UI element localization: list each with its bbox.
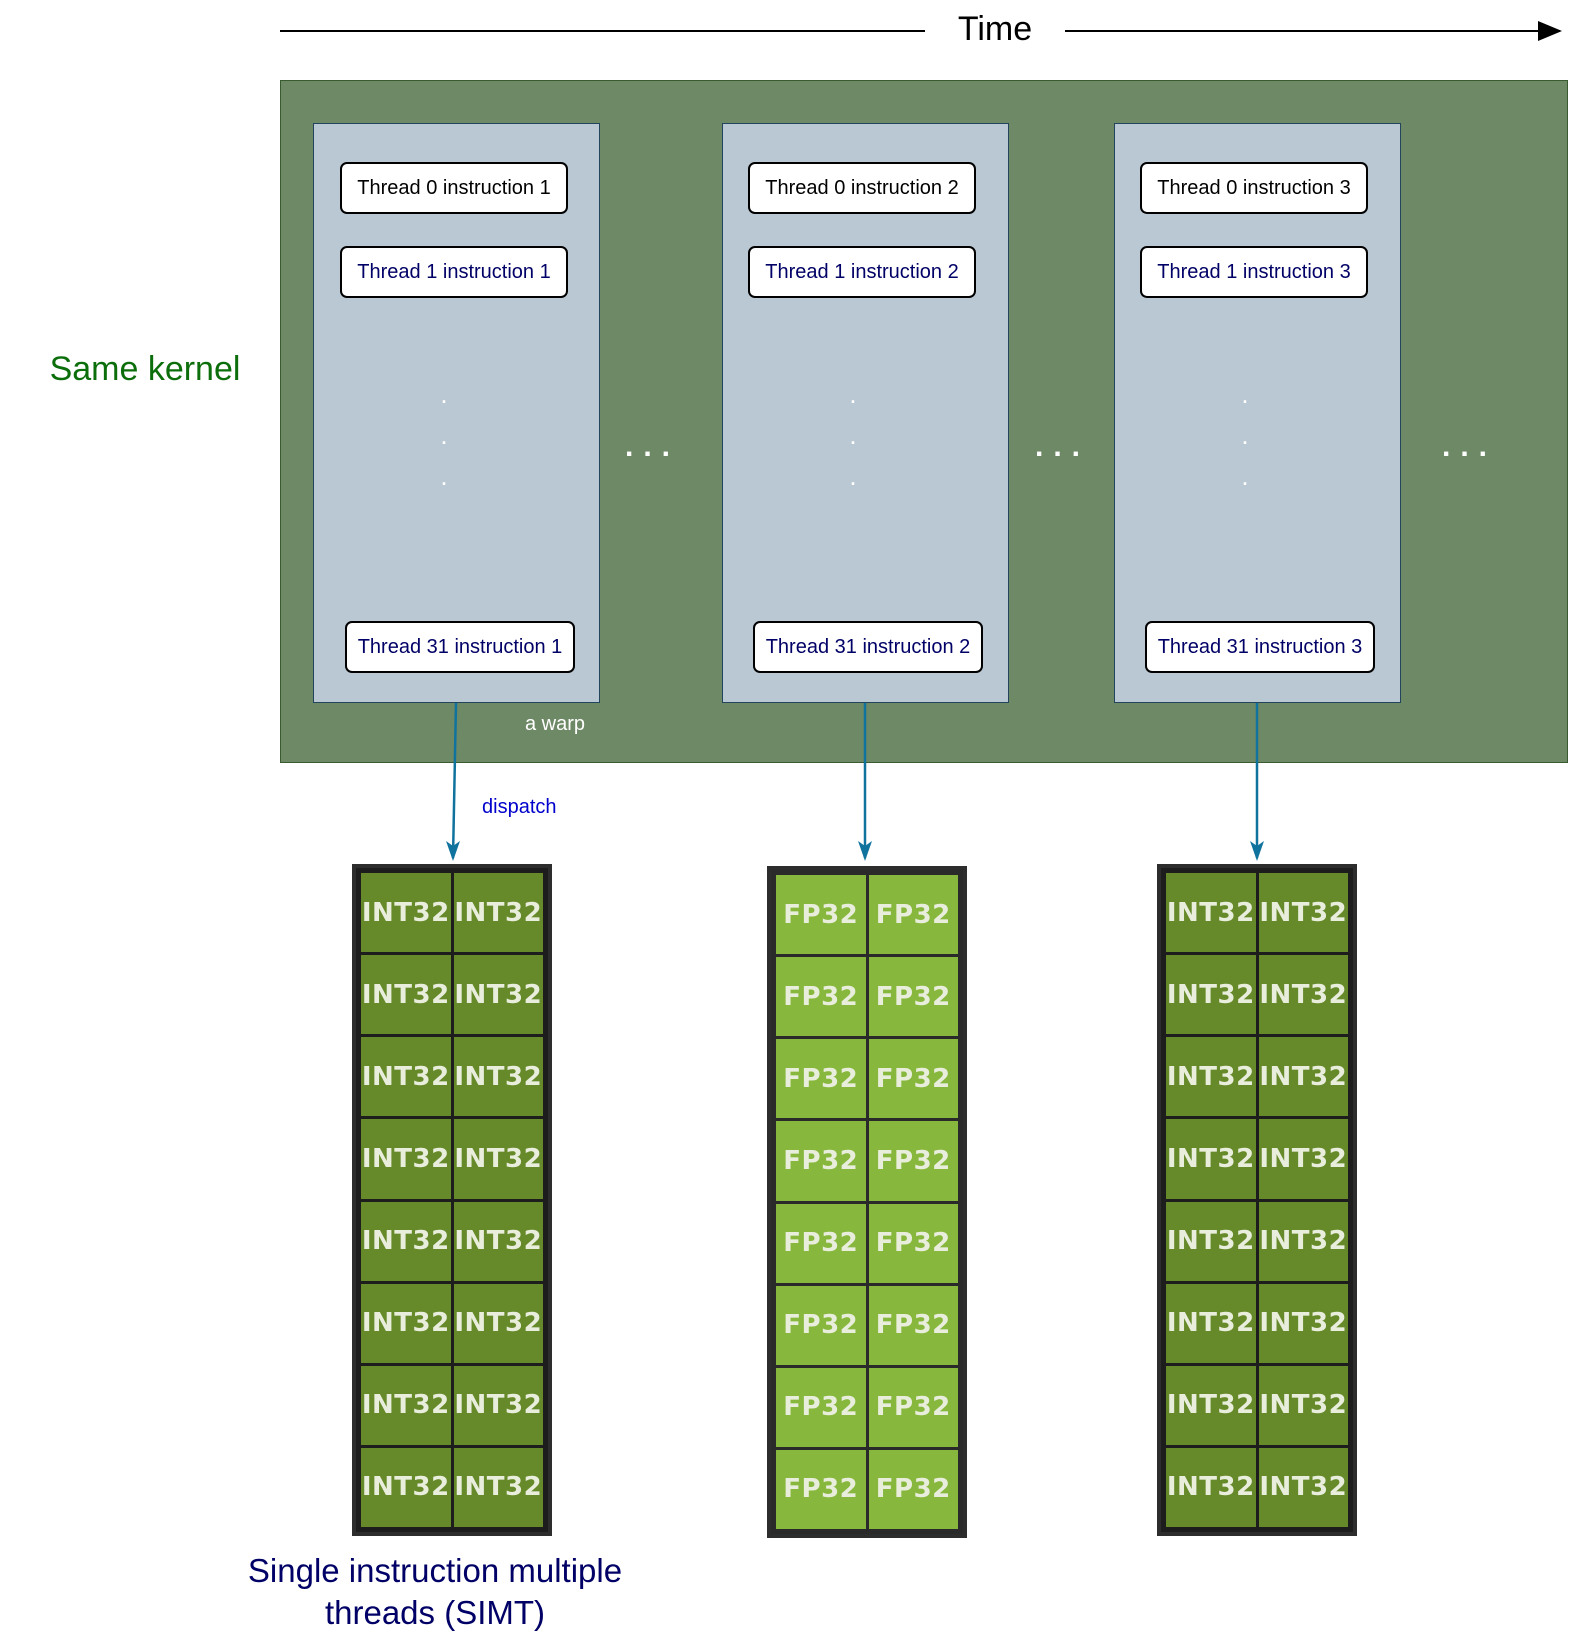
int32-cell: INT32 (453, 1365, 543, 1445)
int32-cell: INT32 (361, 1037, 451, 1117)
int32-cell: INT32 (361, 1447, 451, 1527)
dispatch-arrows (446, 702, 1264, 861)
fp32-cell: FP32 (868, 1203, 958, 1283)
int32-cell: INT32 (1166, 1365, 1256, 1445)
int32-cell: INT32 (1258, 955, 1348, 1035)
fp32-cell: FP32 (776, 957, 866, 1037)
int32-cell: INT32 (1166, 955, 1256, 1035)
horizontal-ellipsis-1: ... (625, 430, 681, 463)
thread-31-instruction-3: Thread 31 instruction 3 (1145, 621, 1375, 673)
int32-cell: INT32 (453, 1201, 543, 1281)
int32-cell: INT32 (1166, 1037, 1256, 1117)
fp32-cell: FP32 (776, 1121, 866, 1201)
fp32-cell: FP32 (868, 1039, 958, 1119)
int32-cell: INT32 (1166, 1201, 1256, 1281)
thread-1-instruction-2: Thread 1 instruction 2 (748, 246, 976, 298)
thread-1-instruction-3: Thread 1 instruction 3 (1140, 246, 1368, 298)
dispatch-arrowhead-1 (446, 841, 460, 861)
int32-cell: INT32 (361, 1119, 451, 1199)
int32-cell: INT32 (1258, 1447, 1348, 1527)
int32-cell: INT32 (1258, 1037, 1348, 1117)
int32-cell: INT32 (453, 955, 543, 1035)
int32-cell: INT32 (1258, 1119, 1348, 1199)
a-warp-label: a warp (525, 713, 586, 735)
fp32-cell: FP32 (868, 1367, 958, 1447)
thread-0-instruction-2: Thread 0 instruction 2 (748, 162, 976, 214)
thread-0-instruction-3: Thread 0 instruction 3 (1140, 162, 1368, 214)
dispatch-arrowhead-2 (858, 841, 872, 861)
int32-cell: INT32 (1258, 873, 1348, 953)
fp32-cell: FP32 (776, 1039, 866, 1119)
fp32-cell: FP32 (868, 875, 958, 955)
simt-caption-line-2: threads (SIMT) (324, 1594, 546, 1631)
int32-cell: INT32 (453, 1447, 543, 1527)
int32-cell: INT32 (361, 1365, 451, 1445)
warp-2: Thread 0 instruction 2 Thread 1 instruct… (722, 123, 1009, 703)
int32-cell: INT32 (1166, 1447, 1256, 1527)
thread-0-instruction-1: Thread 0 instruction 1 (340, 162, 568, 214)
int32-cell: INT32 (453, 1283, 543, 1363)
int32-cell: INT32 (1166, 1283, 1256, 1363)
int32-cell: INT32 (1166, 1119, 1256, 1199)
int32-cell: INT32 (453, 1119, 543, 1199)
warp-3: Thread 0 instruction 3 Thread 1 instruct… (1114, 123, 1401, 703)
warp-1: Thread 0 instruction 1 Thread 1 instruct… (313, 123, 600, 703)
vertical-ellipsis: ... (849, 379, 857, 491)
horizontal-ellipsis-3: ... (1442, 430, 1498, 463)
fp32-cell: FP32 (868, 1449, 958, 1529)
fp32-cell: FP32 (776, 1449, 866, 1529)
time-label: Time (925, 10, 1065, 49)
int32-cell: INT32 (1258, 1365, 1348, 1445)
int32-cell: INT32 (361, 873, 451, 953)
int32-cell: INT32 (453, 1037, 543, 1117)
horizontal-ellipsis-2: ... (1035, 430, 1091, 463)
int32-cell: INT32 (1258, 1283, 1348, 1363)
int32-cell: INT32 (361, 955, 451, 1035)
int32-cell: INT32 (453, 873, 543, 953)
fp32-cell: FP32 (776, 1203, 866, 1283)
fp32-cell: FP32 (868, 957, 958, 1037)
simt-caption-line-1: Single instruction multiple (247, 1552, 623, 1589)
int32-cell: INT32 (361, 1283, 451, 1363)
thread-1-instruction-1: Thread 1 instruction 1 (340, 246, 568, 298)
time-axis (280, 21, 1562, 41)
dispatch-label: dispatch (482, 796, 557, 818)
fp32-cell: FP32 (868, 1121, 958, 1201)
thread-31-instruction-1: Thread 31 instruction 1 (345, 621, 575, 673)
dispatch-arrowhead-3 (1250, 841, 1264, 861)
int32-cell: INT32 (361, 1201, 451, 1281)
thread-31-instruction-2: Thread 31 instruction 2 (753, 621, 983, 673)
same-kernel-label: Same kernel (49, 350, 241, 388)
simt-caption: Single instruction multiple threads (SIM… (200, 1550, 670, 1634)
dispatch-arrow-1 (451, 702, 458, 859)
vertical-ellipsis: ... (1241, 379, 1249, 491)
fp32-cell: FP32 (776, 1367, 866, 1447)
int32-cell: INT32 (1166, 873, 1256, 953)
fp32-cell: FP32 (868, 1285, 958, 1365)
fp32-cell: FP32 (776, 1285, 866, 1365)
vertical-ellipsis: ... (440, 379, 448, 491)
fp32-cell: FP32 (776, 875, 866, 955)
int32-cell: INT32 (1258, 1201, 1348, 1281)
